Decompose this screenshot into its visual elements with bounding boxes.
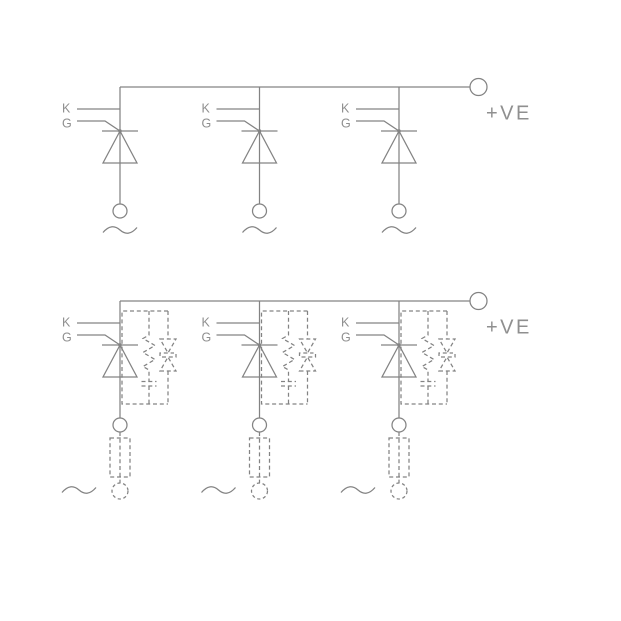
positive-terminal-label: +VE bbox=[486, 103, 532, 125]
fuse-branch bbox=[109, 431, 131, 500]
gate-label: G bbox=[202, 117, 212, 131]
snubber-network bbox=[260, 310, 317, 405]
gate-label: G bbox=[341, 331, 351, 345]
snubber-network bbox=[400, 310, 456, 405]
thyristor-symbol bbox=[355, 86, 418, 219]
scr-unit: K G bbox=[341, 86, 418, 234]
ac-wave-icon bbox=[381, 226, 417, 234]
gate-label: G bbox=[62, 331, 72, 345]
scr-unit-protected: K G bbox=[200, 300, 317, 500]
gate-label: G bbox=[202, 331, 212, 345]
ac-wave-icon bbox=[241, 226, 278, 234]
bottom-bank: +VE K G K G K bbox=[61, 291, 532, 500]
positive-terminal bbox=[469, 77, 488, 97]
cathode-label: K bbox=[341, 102, 350, 116]
positive-terminal-label: +VE bbox=[486, 317, 532, 339]
scr-unit-protected: K G bbox=[61, 300, 177, 500]
scr-unit-protected: K G bbox=[340, 300, 456, 500]
top-bank: +VE K G K G K G bbox=[62, 77, 532, 234]
cathode-label: K bbox=[202, 316, 211, 330]
ac-wave-icon bbox=[61, 486, 97, 494]
scr-unit: K G bbox=[202, 86, 279, 234]
thyristor-symbol bbox=[215, 86, 279, 219]
thyristor-symbol bbox=[76, 300, 139, 433]
ac-wave-icon bbox=[340, 486, 376, 494]
thyristor-symbol bbox=[355, 300, 418, 433]
gate-label: G bbox=[341, 117, 351, 131]
ac-wave-icon bbox=[102, 226, 138, 234]
gate-label: G bbox=[62, 117, 72, 131]
cathode-label: K bbox=[62, 102, 71, 116]
cathode-label: K bbox=[341, 316, 350, 330]
positive-terminal bbox=[469, 291, 488, 311]
ac-wave-icon bbox=[200, 486, 237, 494]
fuse-branch bbox=[388, 431, 410, 500]
scr-unit: K G bbox=[62, 86, 139, 234]
snubber-network bbox=[121, 310, 177, 405]
thyristor-symbol bbox=[76, 86, 139, 219]
thyristor-symbol bbox=[215, 300, 279, 433]
cathode-label: K bbox=[202, 102, 211, 116]
cathode-label: K bbox=[62, 316, 71, 330]
fuse-branch bbox=[248, 431, 271, 500]
